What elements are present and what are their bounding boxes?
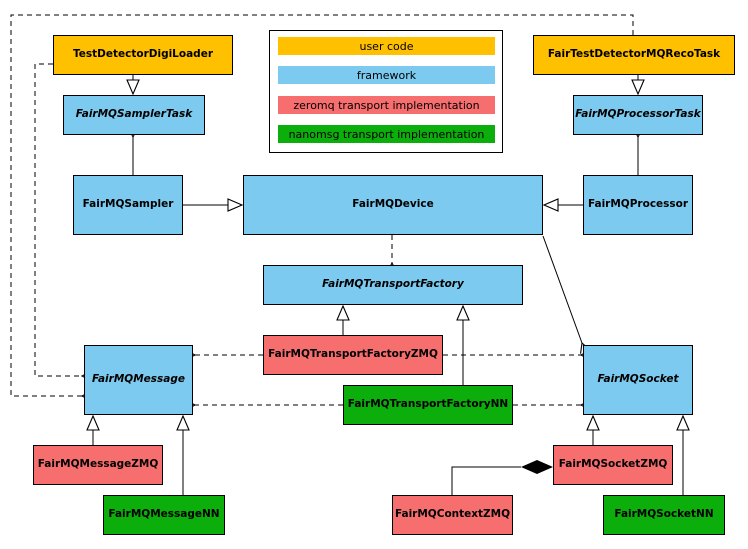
legend-item-zeromq: zeromq transport implementation [278,96,495,114]
node-fairmqtransportfactory: FairMQTransportFactory [263,265,523,305]
node-fairmqmessagenn: FairMQMessageNN [103,495,225,535]
node-fairmqsamplertask: FairMQSamplerTask [63,95,205,135]
node-fairmqprocessor: FairMQProcessor [583,175,693,235]
edge-contextzmq-socketzmq [451,466,521,495]
node-fairmqcontextzmq: FairMQContextZMQ [392,495,513,535]
node-fairmqsocketzmq: FairMQSocketZMQ [553,445,673,485]
legend: user code framework zeromq transport imp… [269,30,503,153]
node-fairmqsocketnn: FairMQSocketNN [603,495,725,535]
legend-item-framework: framework [278,66,495,84]
node-fairmqtransportfactorynn: FairMQTransportFactoryNN [343,385,513,425]
legend-item-nanomsg: nanomsg transport implementation [278,125,495,143]
edge-device-socket [542,235,591,354]
node-fairmqtransportfactoryzmq: FairMQTransportFactoryZMQ [263,335,443,375]
node-fairmqsampler: FairMQSampler [73,175,183,235]
legend-item-user-code: user code [278,37,495,55]
node-fairmqmessage: FairMQMessage [84,345,193,415]
node-fairmqmessagezmq: FairMQMessageZMQ [33,445,163,485]
node-fairmqsocket: FairMQSocket [583,345,693,415]
node-fairmqprocessortask: FairMQProcessorTask [573,95,703,135]
node-fairmqdevice: FairMQDevice [243,175,543,235]
composition-diamond [521,460,553,474]
node-testdetectordigiloader: TestDetectorDigiLoader [53,35,233,75]
node-fairtestdetectormqrecotask: FairTestDetectorMQRecoTask [533,35,735,75]
